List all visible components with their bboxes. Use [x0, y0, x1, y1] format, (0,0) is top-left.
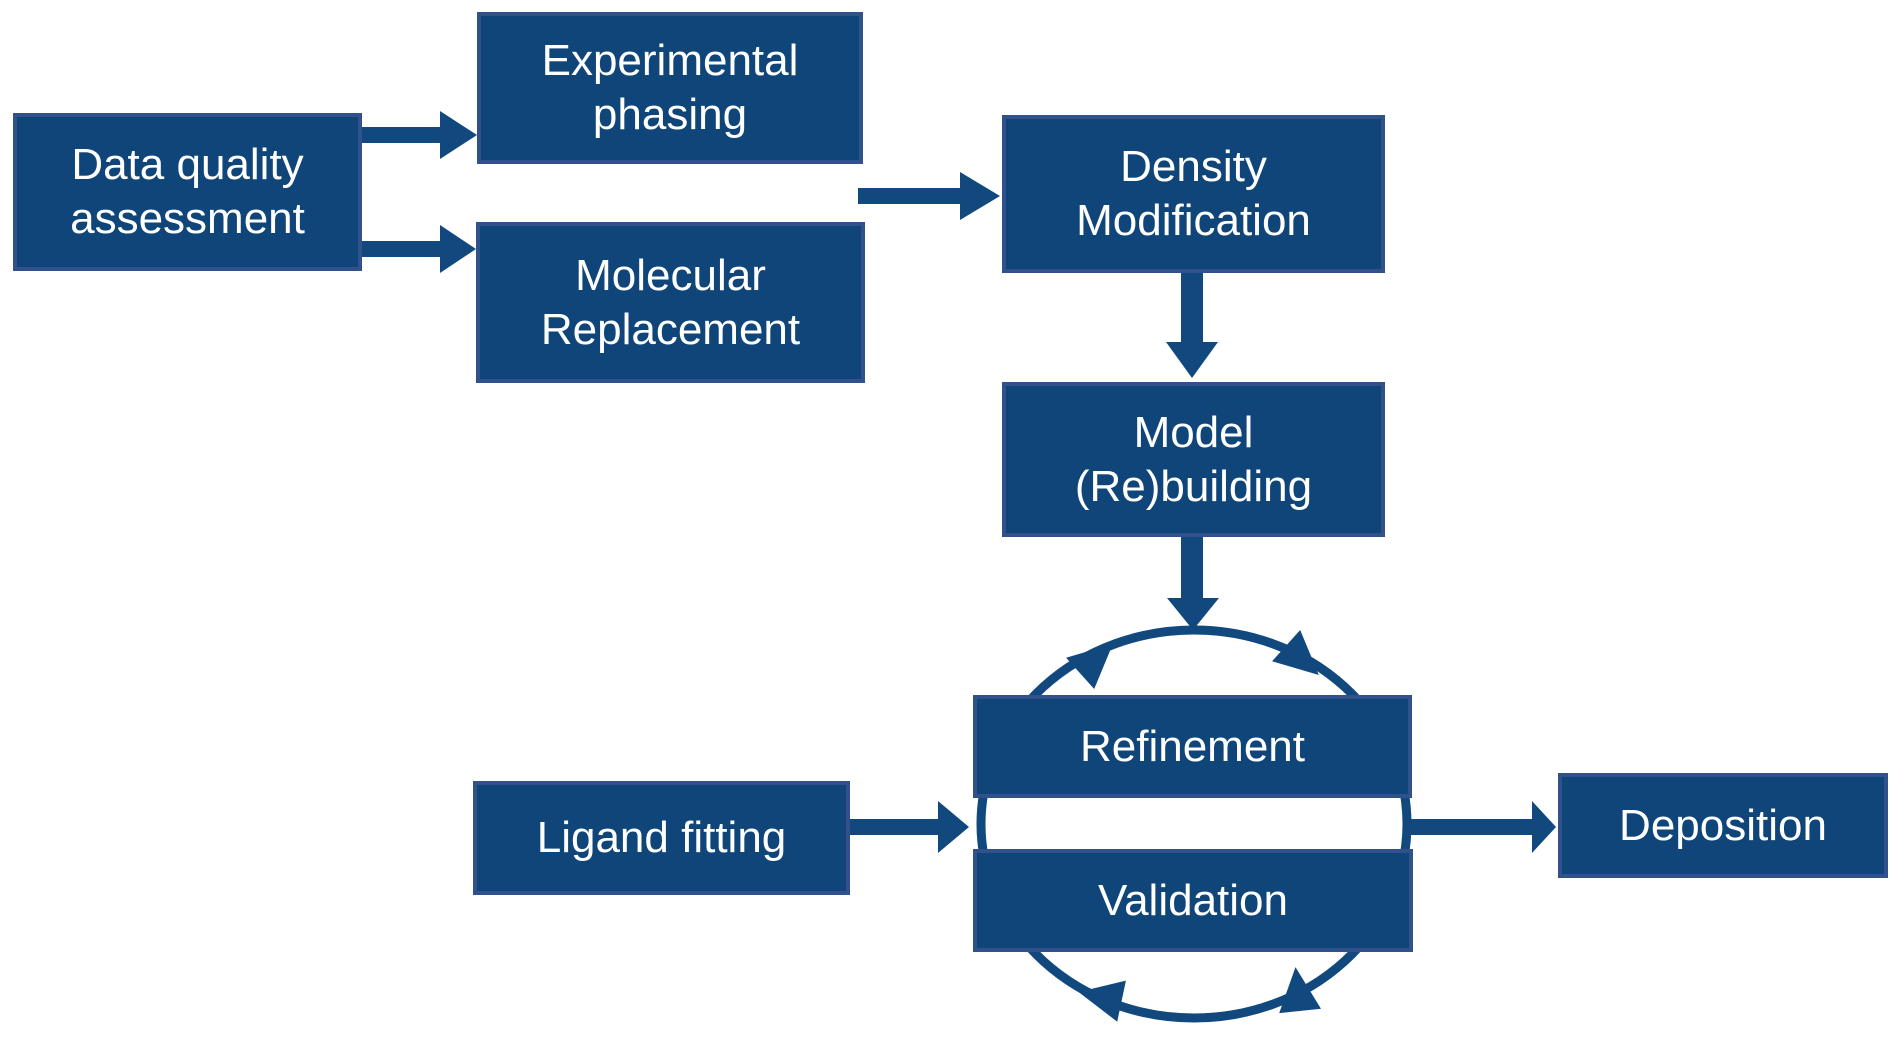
node-molecular-replacement: Molecular Replacement	[476, 222, 865, 383]
node-data-quality-assessment: Data quality assessment	[13, 113, 362, 271]
arrow-phasing-mr-to-density-modification-icon	[858, 172, 1000, 220]
refinement-validation-cycle-circle	[976, 625, 1412, 1023]
arrow-ligand-fitting-to-refinement-cycle-icon	[845, 801, 969, 853]
node-validation-label: Validation	[1098, 875, 1288, 925]
node-molecular-replacement-label: Molecular Replacement	[540, 250, 801, 354]
cycle-arrowhead-top-right-icon	[1272, 630, 1319, 676]
arrow-density-modification-to-model-rebuilding-icon	[1166, 270, 1218, 378]
node-refinement-label: Refinement	[1079, 721, 1305, 771]
node-ligand-fitting-label: Ligand fitting	[536, 813, 787, 862]
arrow-model-rebuilding-to-refinement-cycle-icon	[1167, 534, 1219, 630]
cycle-arrowhead-bottom-right-icon	[1279, 967, 1321, 1014]
node-density-modification-label: Density Modification	[1076, 142, 1311, 245]
node-validation: Validation	[973, 849, 1413, 952]
arrow-data-quality-to-molecular-replacement-icon	[355, 225, 476, 273]
node-density-modification: Density Modification	[1002, 115, 1385, 273]
node-model-rebuilding-label: Model (Re)building	[1074, 407, 1313, 511]
node-deposition-label: Deposition	[1619, 800, 1827, 850]
node-experimental-phasing: Experimental phasing	[477, 12, 863, 164]
cycle-arrowhead-bottom-left-icon	[1078, 980, 1126, 1022]
arrow-refinement-cycle-to-deposition-icon	[1405, 801, 1556, 853]
node-deposition: Deposition	[1558, 773, 1888, 878]
node-data-quality-assessment-label: Data quality assessment	[70, 140, 305, 243]
node-ligand-fitting: Ligand fitting	[473, 781, 850, 895]
node-refinement: Refinement	[973, 695, 1412, 798]
node-model-rebuilding: Model (Re)building	[1002, 382, 1385, 537]
arrow-data-quality-to-experimental-phasing-icon	[355, 111, 477, 159]
node-experimental-phasing-label: Experimental phasing	[541, 36, 799, 139]
cycle-arrowhead-top-left-icon	[1066, 643, 1113, 689]
